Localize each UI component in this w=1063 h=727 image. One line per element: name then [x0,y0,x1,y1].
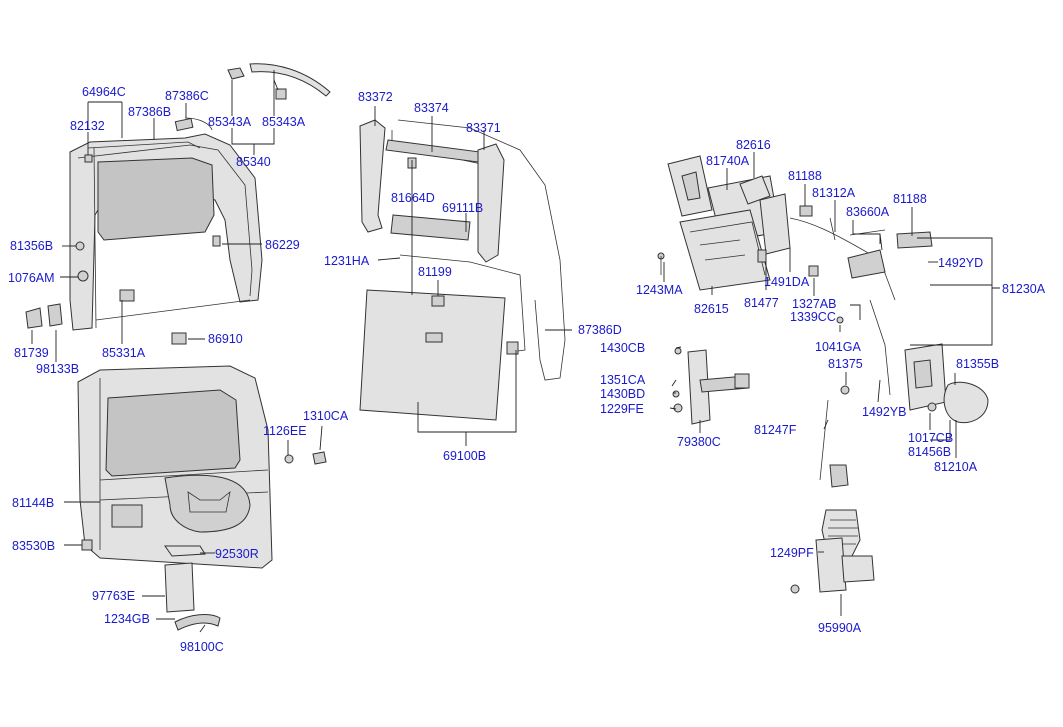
part-label-1041ga[interactable]: 1041GA [815,340,862,354]
part-labels: 64964C 87386C 87386B 82132 85343A 85343A… [8,85,1046,654]
part-label-92530r[interactable]: 92530R [215,547,259,561]
part-label-1310ca[interactable]: 1310CA [303,409,349,423]
part-label-81312a[interactable]: 81312A [812,186,856,200]
part-label-1351ca[interactable]: 1351CA [600,373,646,387]
center-tailgate-drawing [359,119,566,421]
part-label-83371[interactable]: 83371 [466,121,501,135]
part-label-81355b[interactable]: 81355B [956,357,999,371]
part-label-81144b[interactable]: 81144B [12,496,54,510]
part-label-1229fe[interactable]: 1229FE [600,402,644,416]
part-label-95990a[interactable]: 95990A [818,621,862,635]
part-label-1430cb[interactable]: 1430CB [600,341,645,355]
part-label-81456b[interactable]: 81456B [908,445,951,459]
part-label-83374[interactable]: 83374 [414,101,449,115]
part-label-98100c[interactable]: 98100C [180,640,224,654]
part-label-64964c[interactable]: 64964C [82,85,126,99]
part-label-87386c[interactable]: 87386C [165,89,209,103]
part-label-1243ma[interactable]: 1243MA [636,283,683,297]
part-label-1126ee[interactable]: 1126EE [263,424,307,438]
part-label-87386b[interactable]: 87386B [128,105,171,119]
part-label-81664d[interactable]: 81664D [391,191,435,205]
part-label-1430bd[interactable]: 1430BD [600,387,645,401]
part-label-85343a-left[interactable]: 85343A [208,115,252,129]
part-label-85331a[interactable]: 85331A [102,346,146,360]
part-label-82616[interactable]: 82616 [736,138,771,152]
part-label-69100b[interactable]: 69100B [443,449,486,463]
part-label-98133b[interactable]: 98133B [36,362,79,376]
part-label-69111b[interactable]: 69111B [442,201,483,215]
part-label-81230a[interactable]: 81230A [1002,282,1046,296]
part-label-81740a[interactable]: 81740A [706,154,750,168]
part-label-85343a-right[interactable]: 85343A [262,115,306,129]
part-label-81477[interactable]: 81477 [744,296,779,310]
part-label-1017cb[interactable]: 1017CB [908,431,953,445]
part-label-86229[interactable]: 86229 [265,238,300,252]
part-label-81199[interactable]: 81199 [418,265,452,279]
right-handle-lock-drawing [657,155,989,594]
part-label-83660a[interactable]: 83660A [846,205,890,219]
door-seal-drawing [174,63,331,132]
leader-lines [31,70,1000,633]
part-label-1339cc[interactable]: 1339CC [790,310,836,324]
part-label-83530b[interactable]: 83530B [12,539,55,553]
part-label-81210a[interactable]: 81210A [934,460,978,474]
part-label-97763e[interactable]: 97763E [92,589,135,603]
part-label-81375[interactable]: 81375 [828,357,863,371]
part-label-1234gb[interactable]: 1234GB [104,612,150,626]
door-checker-drawing [672,347,750,425]
part-label-1327ab[interactable]: 1327AB [792,297,836,311]
part-label-1249pf[interactable]: 1249PF [770,546,814,560]
part-label-81247f[interactable]: 81247F [754,423,797,437]
part-label-82132[interactable]: 82132 [70,119,105,133]
lower-left-door-drawing [77,365,327,631]
part-label-81356b[interactable]: 81356B [10,239,53,253]
part-label-81188-left[interactable]: 81188 [788,169,822,183]
part-label-1492yd[interactable]: 1492YD [938,256,983,270]
part-label-1076am[interactable]: 1076AM [8,271,55,285]
part-label-82615[interactable]: 82615 [694,302,729,316]
part-label-1231ha[interactable]: 1231HA [324,254,370,268]
part-label-83372[interactable]: 83372 [358,90,393,104]
part-label-81739[interactable]: 81739 [14,346,49,360]
part-label-1492yb[interactable]: 1492YB [862,405,906,419]
part-label-86910[interactable]: 86910 [208,332,243,346]
upper-left-door-drawing [69,133,263,331]
part-label-79380c[interactable]: 79380C [677,435,721,449]
hinge-drawing [25,303,187,345]
part-label-87386d[interactable]: 87386D [578,323,622,337]
part-label-81188-right[interactable]: 81188 [893,192,927,206]
part-label-1491da[interactable]: 1491DA [764,275,810,289]
part-label-85340[interactable]: 85340 [236,155,271,169]
